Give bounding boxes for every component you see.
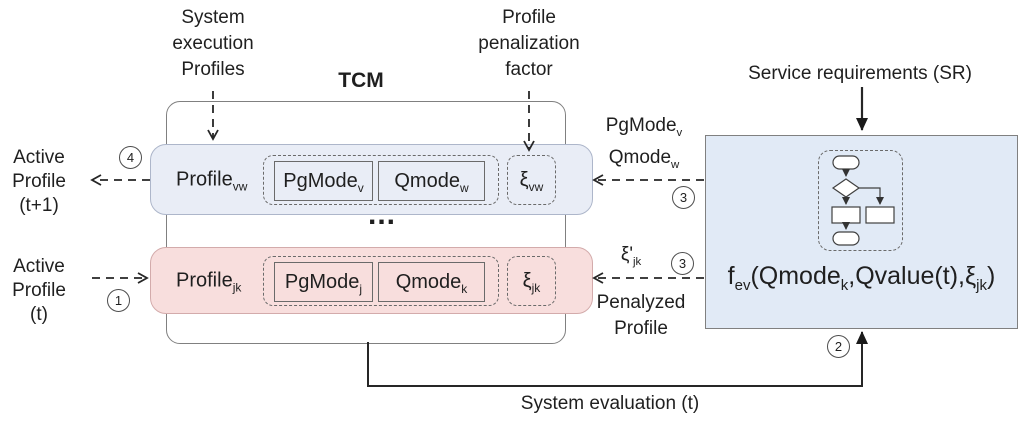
pgmode-j-label: PgModej (284, 270, 363, 296)
label-line: Profile (502, 7, 556, 28)
step-1-badge: 1 (107, 289, 130, 312)
step-3-badge-bottom: 3 (671, 252, 694, 275)
xi-vw-label: ξvw (519, 168, 544, 194)
tcm-title: TCM (338, 69, 384, 92)
label-line: Penalyzed (596, 292, 686, 313)
label-line: Active (13, 256, 65, 277)
pgmode-v-out-label: PgModev (605, 115, 683, 139)
label-line: System (181, 7, 245, 28)
profile-vw-label: Profilevw (176, 168, 248, 193)
penalized-profile-label: Penalyzed Profile (583, 290, 699, 342)
xi-jk-label: ξjk (522, 269, 541, 295)
label-line: (t+1) (19, 195, 59, 216)
system-execution-profiles-label: System execution Profiles (133, 5, 293, 83)
profile-jk-label: Profilejk (176, 269, 242, 294)
profile-jk-mode-group: PgModej Qmodek (263, 256, 499, 306)
step-4-badge: 4 (119, 146, 142, 169)
label-line: penalization (478, 33, 580, 54)
xi-prime-jk-label: ξ'jk (620, 244, 642, 268)
qmode-k-label: Qmodek (395, 270, 468, 296)
label-line: Profile (614, 318, 668, 339)
evaluation-formula: fev(Qmodek,Qvalue(t),ξjk) (727, 262, 996, 294)
active-profile-next-label: Active Profile (t+1) (0, 146, 78, 218)
pgmode-v-box: PgModev (274, 161, 373, 201)
xi-vw-box: ξvw (507, 155, 556, 205)
active-profile-current-label: Active Profile (t) (0, 255, 78, 327)
qmode-k-box: Qmodek (378, 262, 485, 302)
qmode-w-out-label: Qmodew (608, 147, 680, 171)
flowchart-icon (818, 150, 903, 251)
label-line: (t) (30, 304, 48, 325)
profile-vw-mode-group: PgModev Qmodew (263, 155, 499, 205)
service-requirements-label: Service requirements (SR) (748, 63, 972, 84)
evaluation-panel: fev(Qmodek,Qvalue(t),ξjk) (705, 135, 1018, 329)
pgmode-j-box: PgModej (274, 262, 373, 302)
profile-vw-row: Profilevw PgModev Qmodew ξvw (150, 144, 593, 215)
label-line: Profile (12, 171, 66, 192)
profile-jk-row: Profilejk PgModej Qmodek ξjk (150, 247, 593, 314)
profile-penalization-factor-label: Profile penalization factor (449, 5, 609, 83)
step-2-badge: 2 (827, 335, 850, 358)
label-line: Active (13, 147, 65, 168)
pgmode-v-label: PgModev (283, 169, 364, 195)
label-line: execution (172, 33, 254, 54)
label-line: Profile (12, 280, 66, 301)
rows-ellipsis: ... (367, 198, 396, 231)
qmode-w-label: Qmodew (394, 169, 469, 195)
step-3-badge-top: 3 (672, 186, 695, 209)
xi-jk-box: ξjk (507, 256, 556, 306)
label-line: Profiles (181, 59, 245, 80)
label-line: factor (505, 59, 553, 80)
system-evaluation-label: System evaluation (t) (520, 393, 700, 414)
qmode-w-box: Qmodew (378, 161, 485, 201)
